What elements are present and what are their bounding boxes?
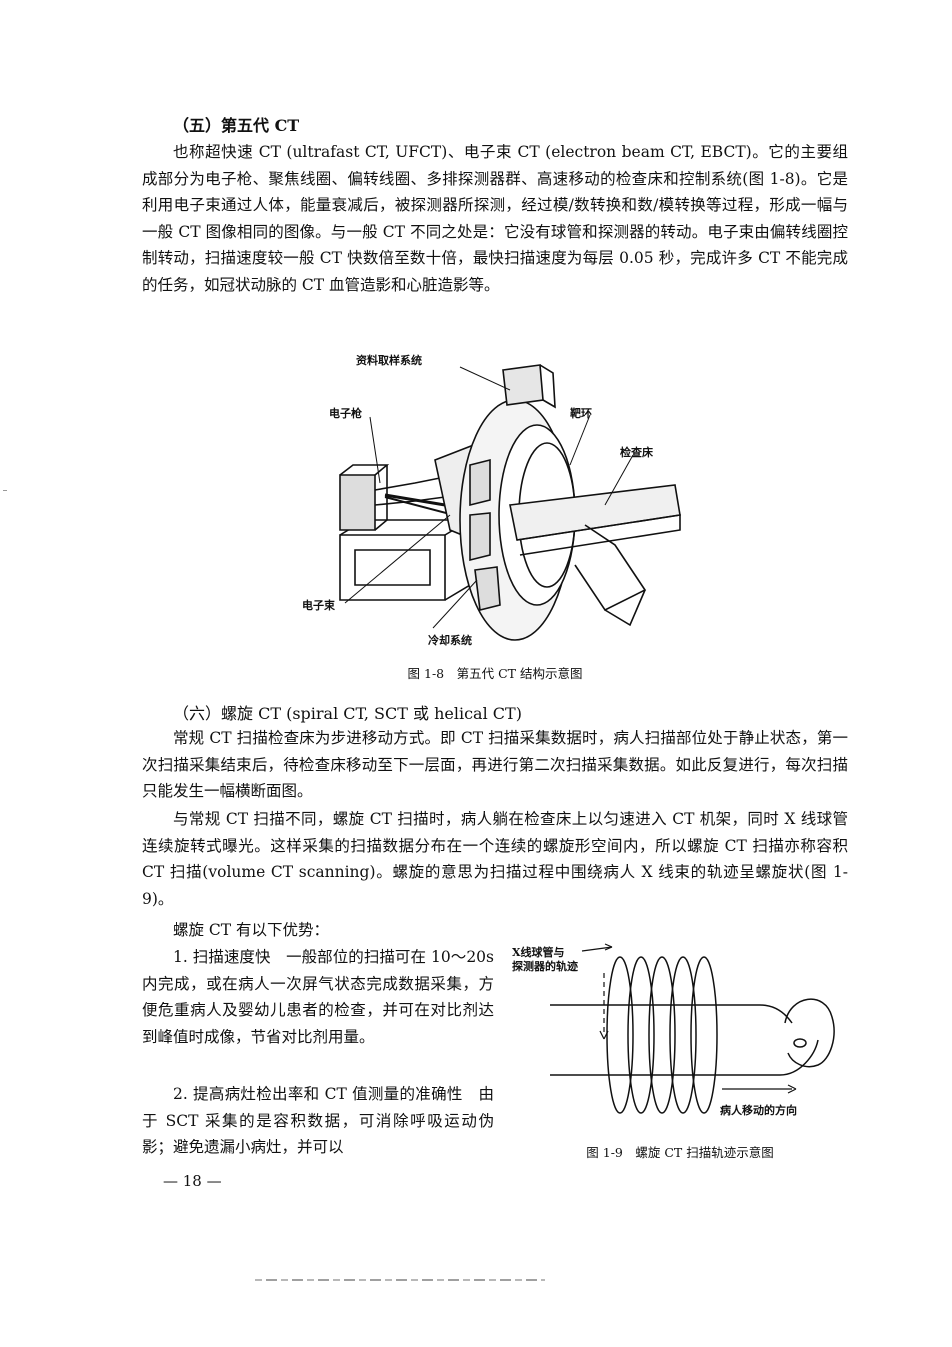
label-target-ring: 靶环 (570, 407, 592, 420)
label-data-sampling: 资料取样系统 (356, 354, 422, 367)
figure-1-9-caption: 图 1-9 螺旋 CT 扫描轨迹示意图 (586, 1145, 774, 1160)
label-patient-direction: 病人移动的方向 (720, 1104, 797, 1117)
fifth-gen-ct-diagram (339, 364, 681, 641)
section-5-body: 也称超快速 CT (ultrafast CT, UFCT)、电子束 CT (el… (142, 143, 848, 294)
label-electron-beam: 电子束 (302, 599, 335, 612)
margin-mark (3, 490, 7, 491)
section-6-heading: （六）螺旋 CT (spiral CT, SCT 或 helical CT) (173, 704, 522, 723)
page-number: — 18 — (163, 1172, 222, 1190)
scan-artifact (255, 1279, 545, 1281)
label-tube-detector-track-2: 探测器的轨迹 (512, 960, 578, 973)
section-6-paragraph-2: 与常规 CT 扫描不同，螺旋 CT 扫描时，病人躺在检查床上以匀速进入 CT 机… (142, 810, 848, 908)
section-6-paragraph-5: 2. 提高病灶检出率和 CT 值测量的准确性 由于 SCT 采集的是容积数据，可… (142, 1085, 494, 1157)
section-6-paragraph-4: 1. 扫描速度快 一般部位的扫描可在 10～20s 内完成，或在病人一次屏气状态… (142, 948, 494, 1046)
spiral-ct-diagram (550, 943, 835, 1114)
figure-1-8-caption: 图 1-8 第五代 CT 结构示意图 (407, 666, 583, 681)
section-6-paragraph-1: 常规 CT 扫描检查床为步进移动方式。即 CT 扫描采集数据时，病人扫描部位处于… (142, 729, 848, 801)
label-cooling-system: 冷却系统 (428, 634, 472, 647)
section-6-paragraph-3: 螺旋 CT 有以下优势： (173, 921, 330, 939)
label-tube-detector-track-1: X线球管与 (512, 946, 565, 959)
label-exam-table: 检查床 (620, 446, 653, 459)
label-electron-gun: 电子枪 (329, 407, 362, 420)
section-5-heading: （五）第五代 CT (173, 116, 300, 135)
